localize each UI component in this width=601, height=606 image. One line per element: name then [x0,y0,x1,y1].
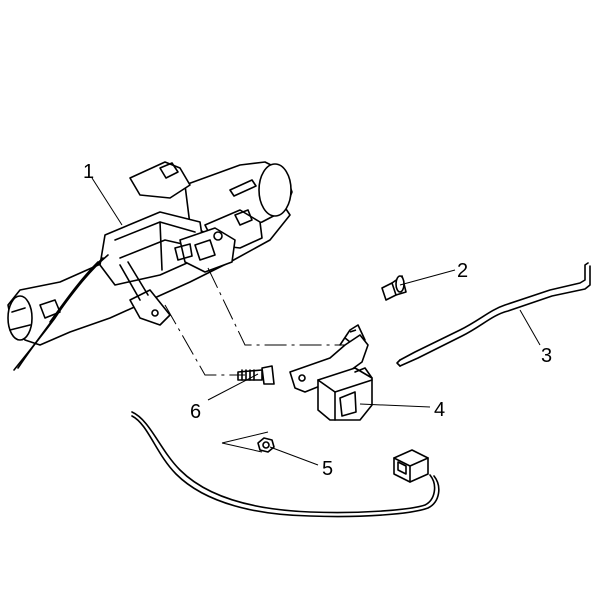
steering-column [7,161,293,371]
wire-harness-connector [131,411,440,518]
callout-6: 6 [190,401,201,423]
callout-1: 1 [83,161,94,183]
shift-lock-cable [396,262,591,367]
screw [381,275,407,301]
leader-lines [91,177,541,466]
stud-bolt [237,365,275,385]
callout-labels: 1 2 3 4 5 6 [83,161,552,480]
callout-5: 5 [322,458,333,480]
nut [221,431,275,453]
solenoid-bracket [289,324,373,421]
reference-lines [164,267,350,376]
callout-2: 2 [457,260,468,282]
callout-3: 3 [541,345,552,367]
callout-4: 4 [434,399,445,421]
